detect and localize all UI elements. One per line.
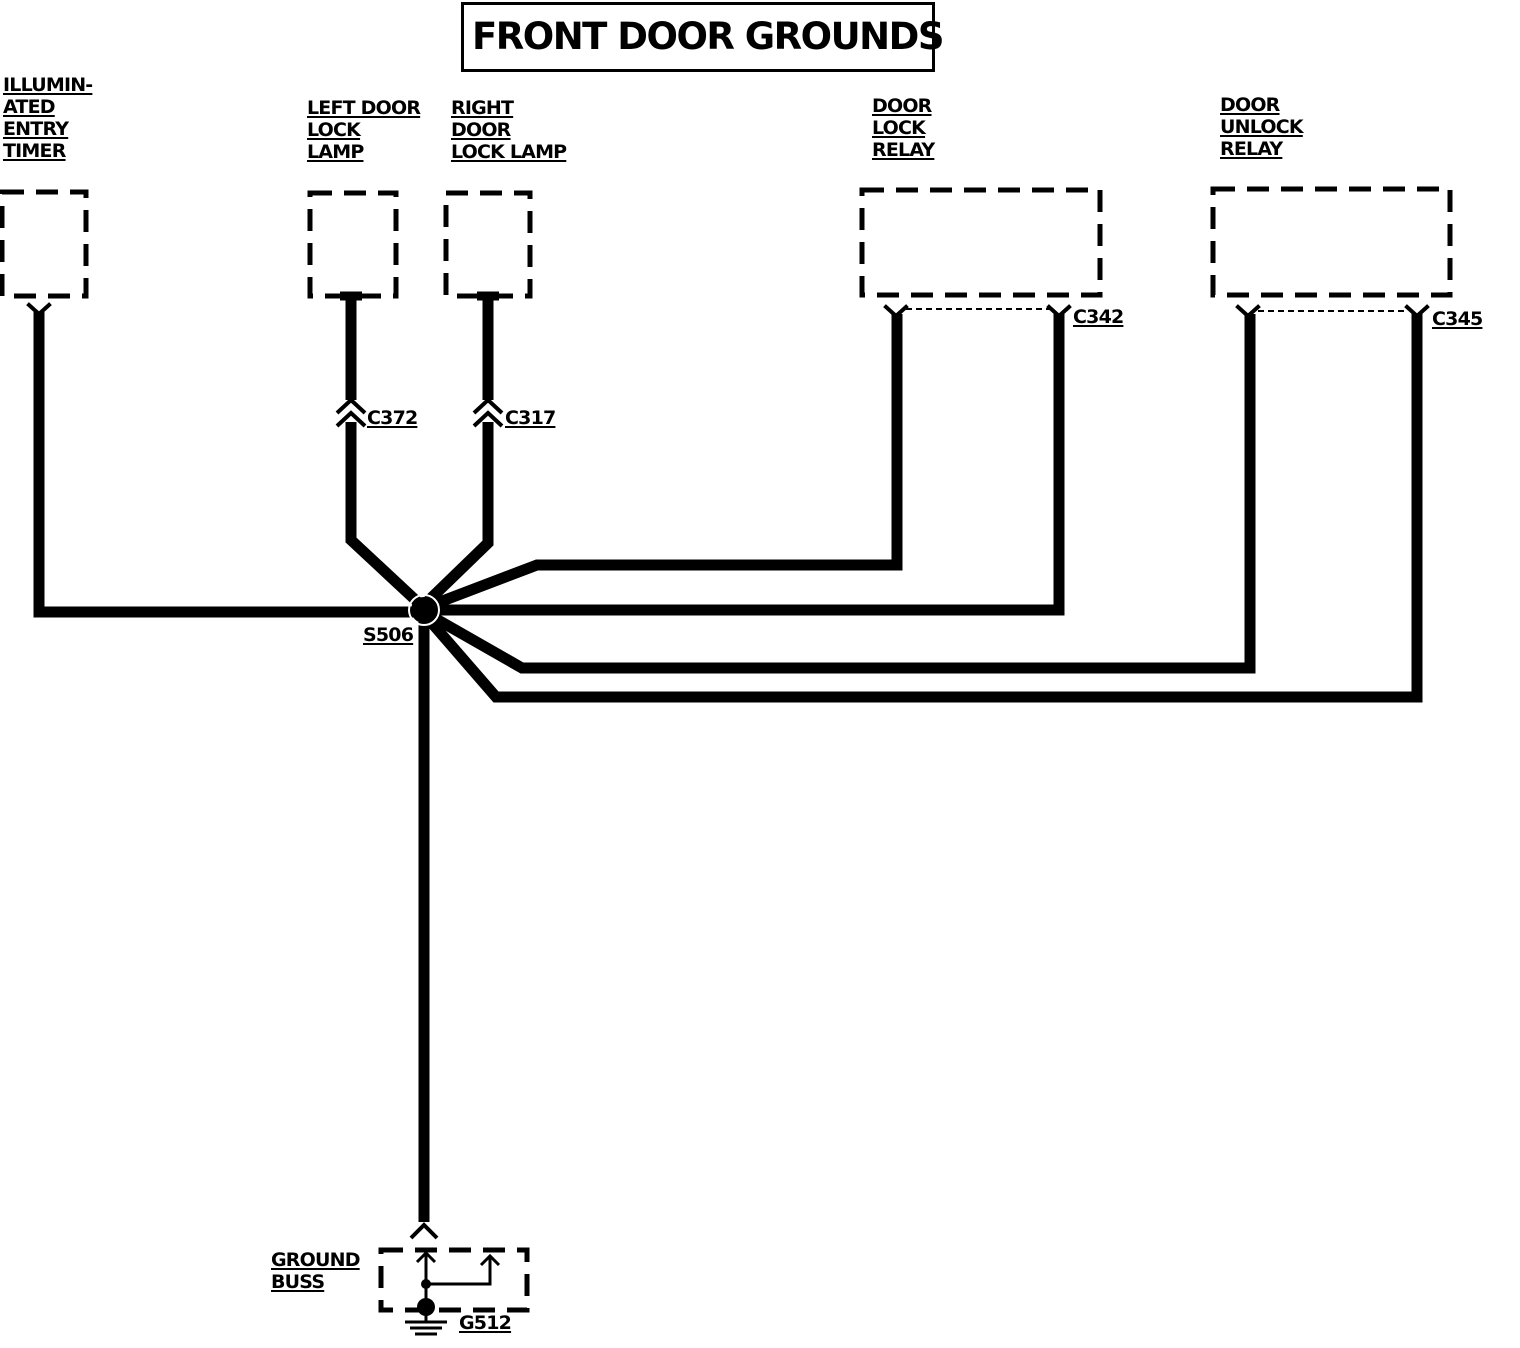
label-ground-buss: GROUND BUSS — [271, 1249, 360, 1293]
wire-entry-timer — [33, 312, 424, 618]
connector-c345-label: C345 — [1432, 308, 1483, 330]
ground-symbol — [405, 1310, 447, 1336]
title-box — [461, 2, 935, 72]
wire-door-unlock-relay-1 — [421, 314, 1256, 674]
label-line: LEFT DOOR — [307, 97, 421, 119]
diagram-title: FRONT DOOR GROUNDS — [472, 15, 944, 58]
ground-junction-dot — [421, 1279, 431, 1289]
splice-s506-label: S506 — [363, 624, 414, 646]
illuminated-entry-timer-box — [0, 189, 89, 299]
connector-ground-symbol — [409, 1222, 439, 1240]
left-door-lock-lamp-box — [307, 190, 399, 299]
label-line: TIMER — [3, 140, 66, 162]
connector-c317-symbol — [472, 397, 504, 428]
label-line: LOCK — [307, 119, 361, 141]
wire-right-door-lock-lamp — [420, 300, 494, 609]
wire-left-door-lock-lamp — [345, 300, 428, 613]
label-line: GROUND — [271, 1249, 360, 1271]
ground-g512-label: G512 — [459, 1312, 512, 1334]
label-line: DOOR — [1220, 94, 1280, 116]
connector-c317-label: C317 — [505, 407, 556, 429]
label-line: DOOR — [872, 95, 932, 117]
label-line: ILLUMIN- — [3, 74, 93, 96]
connector-c342-label: C342 — [1073, 306, 1124, 328]
right-door-lock-lamp-box — [443, 190, 533, 299]
label-line: UNLOCK — [1220, 116, 1304, 138]
label-line: ENTRY — [3, 118, 69, 140]
ground-buss-box — [378, 1247, 530, 1313]
label-door-lock-relay: DOOR LOCK RELAY — [872, 95, 935, 161]
ground-g512-dot — [417, 1298, 435, 1316]
door-unlock-relay-box — [1210, 186, 1453, 298]
label-line: LAMP — [307, 141, 364, 163]
wire-door-lock-relay-2 — [424, 314, 1065, 616]
wire-door-lock-relay-1 — [422, 314, 903, 614]
door-lock-relay-box — [859, 187, 1103, 298]
label-door-unlock-relay: DOOR UNLOCK RELAY — [1220, 94, 1304, 160]
label-line: LOCK — [872, 117, 926, 139]
label-left-door-lock-lamp: LEFT DOOR LOCK LAMP — [307, 97, 421, 163]
label-line: RELAY — [1220, 138, 1283, 160]
wire-door-unlock-relay-2 — [419, 314, 1423, 703]
label-line: ATED — [3, 96, 56, 118]
label-line: RELAY — [872, 139, 935, 161]
label-line: LOCK LAMP — [451, 141, 567, 163]
label-line: BUSS — [271, 1271, 325, 1293]
splice-s506-ring — [408, 594, 440, 626]
label-line: DOOR — [451, 119, 511, 141]
label-line: RIGHT — [451, 97, 514, 119]
ground-buss-internals — [415, 1250, 501, 1305]
connector-c372-symbol — [335, 397, 367, 428]
label-illuminated-entry-timer: ILLUMIN- ATED ENTRY TIMER — [3, 74, 93, 162]
splice-s506-core — [413, 599, 435, 621]
label-right-door-lock-lamp: RIGHT DOOR LOCK LAMP — [451, 97, 567, 163]
connector-c372-label: C372 — [367, 407, 418, 429]
